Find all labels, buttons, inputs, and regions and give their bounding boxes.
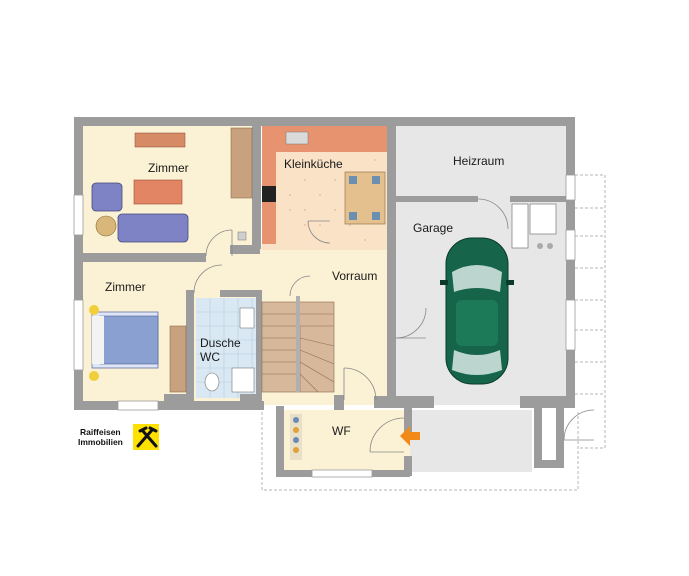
logo-text-line1: Raiffeisen [80, 427, 121, 437]
kitchen-table [344, 171, 386, 225]
room-label-kleinkueche: Kleinküche [284, 157, 343, 171]
living-furniture [91, 127, 253, 243]
room-label-wf: WF [332, 424, 351, 438]
room-label-garage: Garage [413, 221, 454, 235]
doors [193, 198, 595, 453]
room-label-vorraum: Vorraum [332, 269, 378, 283]
kitchen-counter [262, 126, 387, 244]
bedroom-furniture [89, 305, 187, 393]
windows [73, 174, 576, 478]
car-icon [440, 237, 514, 385]
floor-wf [282, 410, 410, 472]
room-label-zimmer-top: Zimmer [148, 161, 189, 175]
raiffeisen-logo-icon [133, 424, 159, 450]
staircase [261, 296, 335, 393]
floor-outdoor [410, 410, 532, 472]
wardrobe-items [290, 414, 302, 460]
entrance-arrow-icon [400, 426, 420, 446]
boiler [511, 203, 557, 249]
room-label-dusche: Dusche [200, 336, 241, 350]
kitchen-tiles [289, 159, 376, 241]
room-label-wc: WC [200, 350, 220, 364]
room-label-zimmer-bottom: Zimmer [105, 280, 146, 294]
logo-text-line2: Immobilien [78, 437, 123, 447]
bathroom-fixtures [204, 307, 255, 393]
terrace-outline [261, 174, 606, 491]
room-label-heizraum: Heizraum [453, 154, 505, 168]
